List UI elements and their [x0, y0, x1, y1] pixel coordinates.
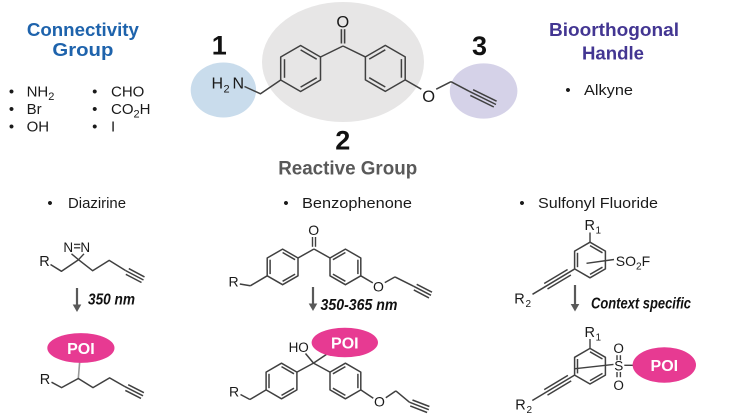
svg-text:R: R: [228, 274, 238, 290]
svg-text:2: 2: [527, 405, 533, 415]
svg-text:O: O: [613, 341, 624, 356]
svg-text:O: O: [422, 88, 435, 106]
svg-text:I: I: [111, 119, 115, 136]
svg-text:POI: POI: [651, 358, 679, 375]
svg-text:R: R: [515, 398, 525, 414]
svg-text:S: S: [614, 359, 623, 374]
svg-text:350 nm: 350 nm: [88, 292, 135, 309]
svg-text:1: 1: [596, 333, 602, 344]
svg-text:H: H: [212, 76, 224, 93]
svg-text:R: R: [514, 292, 524, 308]
svg-text:R: R: [229, 384, 239, 400]
svg-text:R: R: [40, 372, 50, 388]
svg-text:•: •: [565, 82, 570, 99]
svg-text:O: O: [336, 14, 349, 32]
svg-text:CO2H: CO2H: [111, 101, 150, 121]
svg-text:Handle: Handle: [582, 44, 644, 64]
svg-text:350-365 nm: 350-365 nm: [321, 297, 398, 314]
svg-text:Sulfonyl Fluoride: Sulfonyl Fluoride: [538, 195, 658, 212]
svg-text:POI: POI: [331, 335, 359, 352]
svg-text:R: R: [585, 218, 595, 234]
svg-text:Bioorthogonal: Bioorthogonal: [549, 20, 679, 40]
svg-text:OH: OH: [27, 119, 49, 136]
svg-text:1: 1: [212, 31, 227, 61]
svg-text:Benzophenone: Benzophenone: [302, 195, 412, 212]
svg-text:O: O: [373, 279, 384, 295]
svg-text:•: •: [92, 101, 97, 118]
svg-text:HO: HO: [289, 340, 309, 355]
svg-text:•: •: [47, 195, 52, 212]
svg-text:Connectivity: Connectivity: [27, 20, 139, 40]
svg-text:N: N: [63, 240, 73, 255]
svg-text:Diazirine: Diazirine: [68, 195, 126, 212]
svg-text:•: •: [9, 101, 14, 118]
svg-text:NH2: NH2: [27, 84, 55, 104]
svg-text:•: •: [9, 84, 14, 101]
svg-text:O: O: [308, 222, 319, 238]
svg-text:R: R: [585, 325, 595, 341]
svg-text:•: •: [92, 119, 97, 136]
svg-text:Br: Br: [27, 101, 42, 118]
svg-text:1: 1: [596, 226, 602, 237]
svg-text:2: 2: [224, 83, 230, 95]
svg-text:Group: Group: [52, 40, 113, 60]
svg-text:•: •: [519, 195, 524, 212]
svg-text:2: 2: [335, 126, 350, 156]
svg-text:2: 2: [526, 299, 532, 310]
svg-text:•: •: [92, 84, 97, 101]
svg-text:POI: POI: [67, 341, 95, 358]
svg-text:Alkyne: Alkyne: [584, 82, 633, 99]
svg-text:O: O: [613, 378, 624, 393]
svg-text:SO2F: SO2F: [616, 253, 650, 273]
svg-text:•: •: [283, 195, 288, 212]
svg-text:•: •: [9, 119, 14, 136]
svg-text:R: R: [39, 254, 49, 270]
svg-text:N: N: [233, 76, 245, 93]
svg-text:Reactive Group: Reactive Group: [278, 159, 417, 180]
svg-text:O: O: [374, 394, 385, 410]
svg-text:Context specific: Context specific: [591, 296, 691, 313]
svg-text:3: 3: [472, 31, 487, 61]
svg-text:CHO: CHO: [111, 84, 144, 101]
svg-text:N: N: [80, 240, 90, 255]
